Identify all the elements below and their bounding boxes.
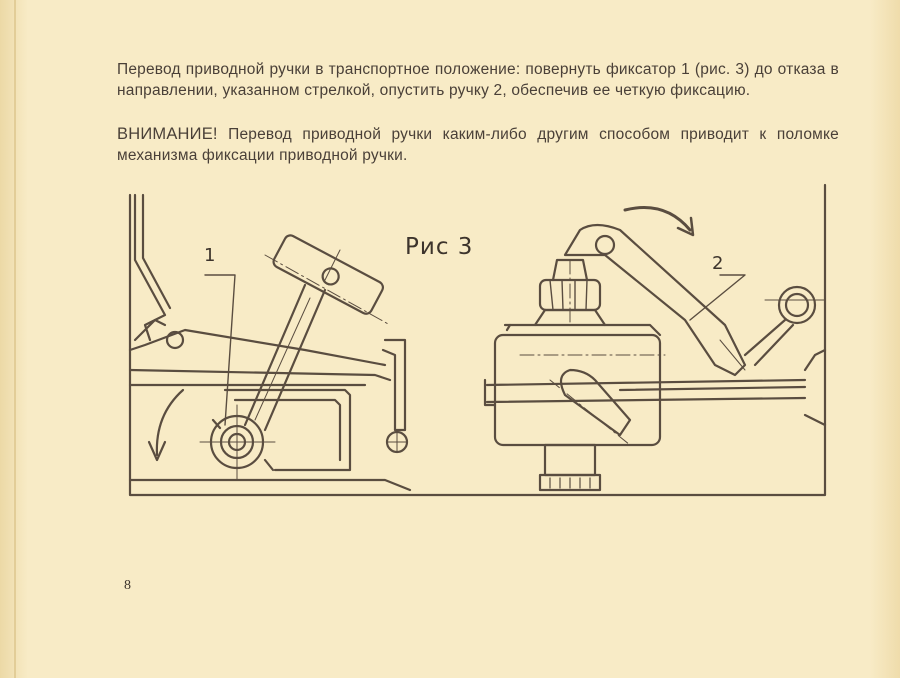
callout-label-1: 1 [204,245,216,266]
callout-label-2: 2 [712,253,724,274]
page-number: 8 [124,578,131,593]
figure-3-drawing [125,180,835,500]
technical-drawing [128,183,827,497]
figure-caption: Рис 3 [405,234,474,260]
instruction-paragraph: Перевод приводной ручки в транспортное п… [117,59,839,101]
page-edge [14,0,16,678]
warning-label: ВНИМАНИЕ! [117,125,218,143]
instruction-text: Перевод приводной ручки в транспортное п… [117,61,839,99]
warning-paragraph: ВНИМАНИЕ! Перевод приводной ручки каким-… [117,124,839,166]
warning-text: Перевод приводной ручки каким-либо други… [117,126,839,164]
